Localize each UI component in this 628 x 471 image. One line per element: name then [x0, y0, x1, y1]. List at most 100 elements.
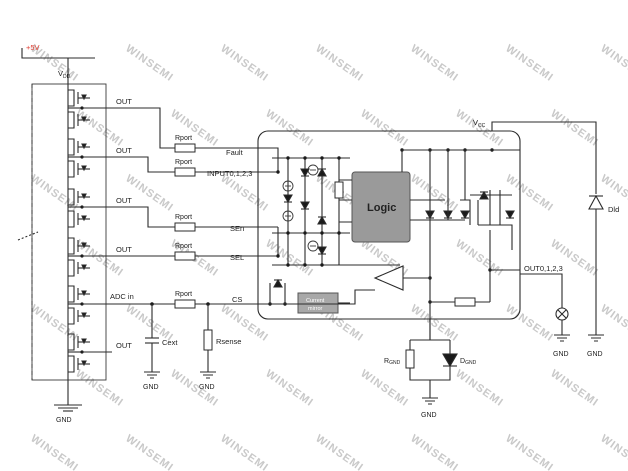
dld-label: Dld [608, 205, 619, 214]
rport-label-4: Rport [175, 243, 192, 250]
out-label-5: OUT [116, 341, 132, 350]
rsense-resistor: Rsense GND [199, 302, 241, 391]
watermark-text: WINSEMI [168, 108, 220, 150]
cext-label: Cext [162, 338, 178, 347]
watermark-text: WINSEMI [313, 43, 365, 85]
watermark-text: WINSEMI [123, 433, 175, 471]
watermark-text: WINSEMI [263, 238, 315, 280]
watermark-text: WINSEMI [123, 43, 175, 85]
sel-label: SEL [230, 253, 244, 262]
rport-label-5: Rport [175, 291, 192, 298]
watermark-layer: WINSEMI WINSEMI WINSEMI WINSEMI WINSEMI WINSE… [28, 43, 628, 471]
out-label-4: OUT [116, 245, 132, 254]
rport-resistor-input [174, 167, 196, 177]
gnd-label-ic: GND [421, 412, 437, 419]
driver-ic: Logic Current mirror [257, 130, 521, 340]
watermark-text: WINSEMI [548, 368, 600, 410]
watermark-text: WINSEMI [218, 433, 270, 471]
rport-resistor-cs [174, 299, 196, 309]
watermark-text: WINSEMI [123, 173, 175, 215]
diode-symbol [273, 278, 283, 288]
watermark-text: WINSEMI [263, 108, 315, 150]
diode-symbol [505, 210, 515, 220]
watermark-text: WINSEMI [218, 43, 270, 85]
gnd-label-cext: GND [143, 384, 159, 391]
rport-label-2: Rport [175, 159, 192, 166]
ground-network: RGND DGND GND [384, 319, 477, 419]
diode-symbol [460, 210, 470, 220]
port-resistors: Rport Rport Rport Rport Rport [174, 135, 279, 309]
watermark-text: WINSEMI [503, 43, 555, 85]
diode-symbol [317, 215, 327, 225]
watermark-text: WINSEMI [358, 108, 410, 150]
out0123-label: OUT0,1,2,3 [524, 264, 563, 273]
diode-symbol [300, 168, 310, 178]
adc-in-label: ADC in [110, 292, 134, 301]
diode-symbol [283, 194, 293, 204]
port-cell [68, 138, 90, 178]
current-mirror-label-2: mirror [308, 306, 323, 312]
gnd-label-rsense: GND [199, 384, 215, 391]
watermark-text: WINSEMI [73, 238, 125, 280]
rgnd-label: RGND [384, 358, 401, 366]
current-mirror-label-1: Current [306, 298, 325, 304]
watermark-text: WINSEMI [598, 43, 628, 85]
watermark-text: WINSEMI [313, 433, 365, 471]
watermark-text: WINSEMI [73, 368, 125, 410]
vcc-supply: VCC Dld GND [473, 118, 619, 358]
gnd-label-dld: GND [587, 351, 603, 358]
diode-symbol [317, 167, 327, 177]
gnd-label-load: GND [553, 351, 569, 358]
signal-labels: Fault INPUT0,1,2,3 SEn SEL CS [207, 148, 252, 304]
watermark-text: WINSEMI [408, 433, 460, 471]
watermark-text: WINSEMI [453, 368, 505, 410]
cs-label: CS [232, 295, 242, 304]
port-cell [68, 333, 90, 373]
watermark-text: WINSEMI [453, 238, 505, 280]
supply-label: +5V [26, 43, 40, 52]
logic-block [351, 171, 411, 243]
watermark-text: WINSEMI [73, 108, 125, 150]
mcu-port-cells [68, 89, 90, 373]
out-label-2: OUT [116, 146, 132, 155]
fault-label: Fault [226, 148, 244, 157]
watermark-text: WINSEMI [218, 173, 270, 215]
logic-label: Logic [367, 202, 396, 214]
input-label: INPUT0,1,2,3 [207, 169, 252, 178]
watermark-text: WINSEMI [503, 303, 555, 345]
rport-label-3: Rport [175, 214, 192, 221]
port-cell [68, 237, 90, 277]
watermark-text: WINSEMI [408, 43, 460, 85]
watermark-text: WINSEMI [28, 303, 80, 345]
ic-outline [257, 130, 521, 320]
dgnd-label: DGND [460, 358, 477, 366]
port-cell [68, 89, 90, 129]
sen-label: SEn [230, 224, 244, 233]
watermark-text: WINSEMI [28, 173, 80, 215]
rsense-label: Rsense [216, 337, 241, 346]
watermark-text: WINSEMI [598, 303, 628, 345]
vcc-label: VCC [473, 118, 486, 129]
watermark-text: WINSEMI [598, 433, 628, 471]
cext-capacitor: Cext GND [143, 302, 178, 391]
out-label-3: OUT [116, 196, 132, 205]
gnd-label-mcu: GND [56, 417, 72, 424]
rport-resistor-sen [174, 222, 196, 232]
out-lines: OUT OUT OUT OUT ADC in OUT [82, 97, 175, 353]
watermark-text: WINSEMI [503, 173, 555, 215]
diode-symbol [300, 201, 310, 211]
mcu-block: +5V VDD GND [17, 43, 107, 424]
vdd-label: VDD [58, 69, 71, 80]
watermark-text: WINSEMI [503, 433, 555, 471]
watermark-text: WINSEMI [28, 433, 80, 471]
watermark-text: WINSEMI [358, 368, 410, 410]
watermark-text: WINSEMI [408, 303, 460, 345]
port-cell [68, 285, 90, 325]
rport-resistor-fault [174, 143, 196, 153]
output-load: OUT0,1,2,3 GND [520, 264, 570, 358]
watermark-text: WINSEMI [548, 108, 600, 150]
watermark-text: WINSEMI [408, 173, 460, 215]
rport-resistor-sel [174, 251, 196, 261]
rport-label-1: Rport [175, 135, 192, 142]
